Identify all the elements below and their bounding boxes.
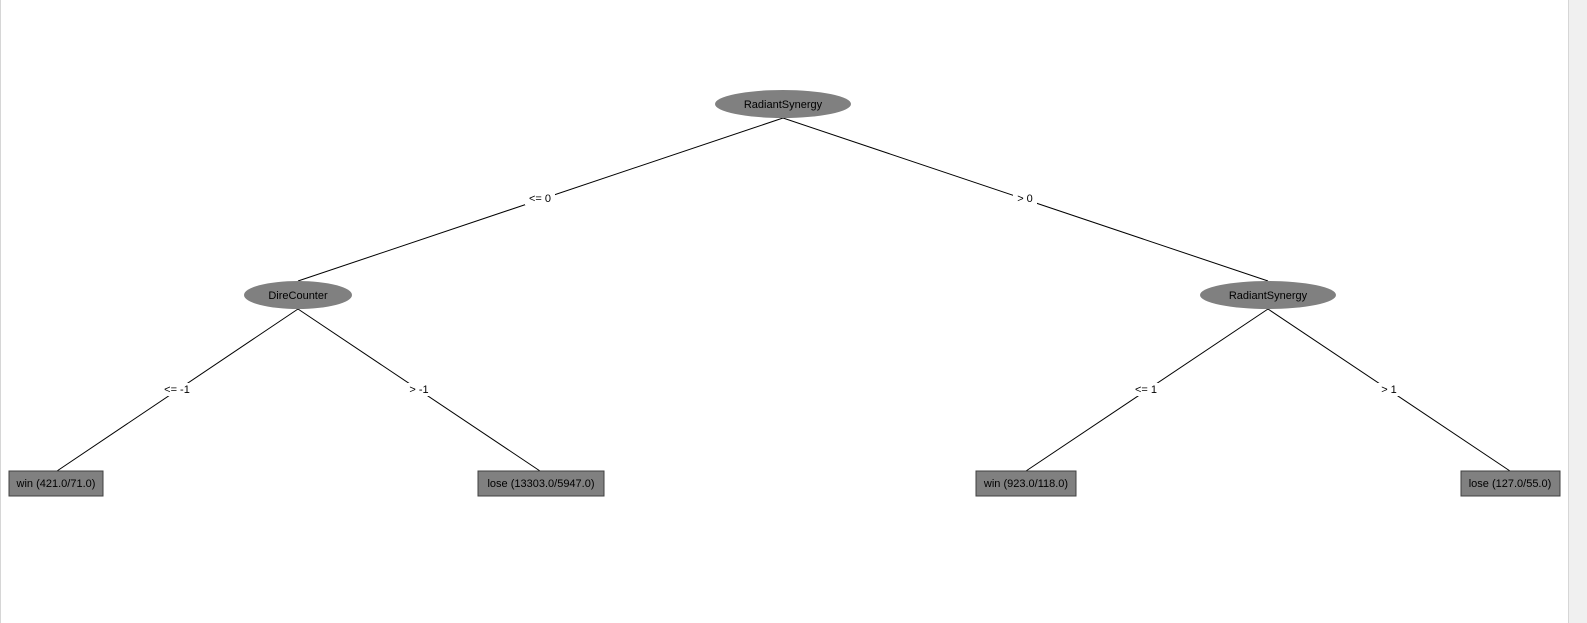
edge-label-left-leaf1: <= -1 [164,384,190,396]
edge-label-root-left: <= 0 [529,193,551,205]
node-root[interactable]: RadiantSynergy [715,90,851,118]
leaf-4-box [1460,470,1561,497]
node-root-label: RadiantSynergy [744,99,823,111]
edge-label-left-leaf2: > -1 [409,384,428,396]
node-right-shape [1200,281,1336,309]
node-right-label: RadiantSynergy [1229,290,1308,302]
leaf-4[interactable]: lose (127.0/55.0) [1460,470,1561,497]
leaf-3-label: win (923.0/118.0) [983,478,1068,490]
node-right[interactable]: RadiantSynergy [1200,281,1336,309]
node-root-shape [715,90,851,118]
leaf-3-box [975,470,1077,497]
edge-label-right-leaf3: <= 1 [1135,384,1157,396]
edge-label-right-leaf4: > 1 [1381,384,1397,396]
node-left[interactable]: DireCounter [244,281,352,309]
leaf-1-label: win (421.0/71.0) [16,478,96,490]
node-left-label: DireCounter [268,290,328,302]
leaf-3[interactable]: win (923.0/118.0) [975,470,1077,497]
leaf-2-box [477,470,605,497]
left-frame-border [0,0,1,623]
node-left-shape [244,281,352,309]
edge-label-root-right: > 0 [1017,193,1033,205]
leaf-2-label: lose (13303.0/5947.0) [487,478,594,490]
right-scroll-gutter [1568,0,1587,623]
edge-labels: <= 0 > 0 <= -1 > -1 <= 1 > 1 [160,192,1401,396]
leaf-2[interactable]: lose (13303.0/5947.0) [477,470,605,497]
leaf-4-label: lose (127.0/55.0) [1469,478,1552,490]
leaf-1-box [8,470,104,497]
leaf-1[interactable]: win (421.0/71.0) [8,470,104,497]
